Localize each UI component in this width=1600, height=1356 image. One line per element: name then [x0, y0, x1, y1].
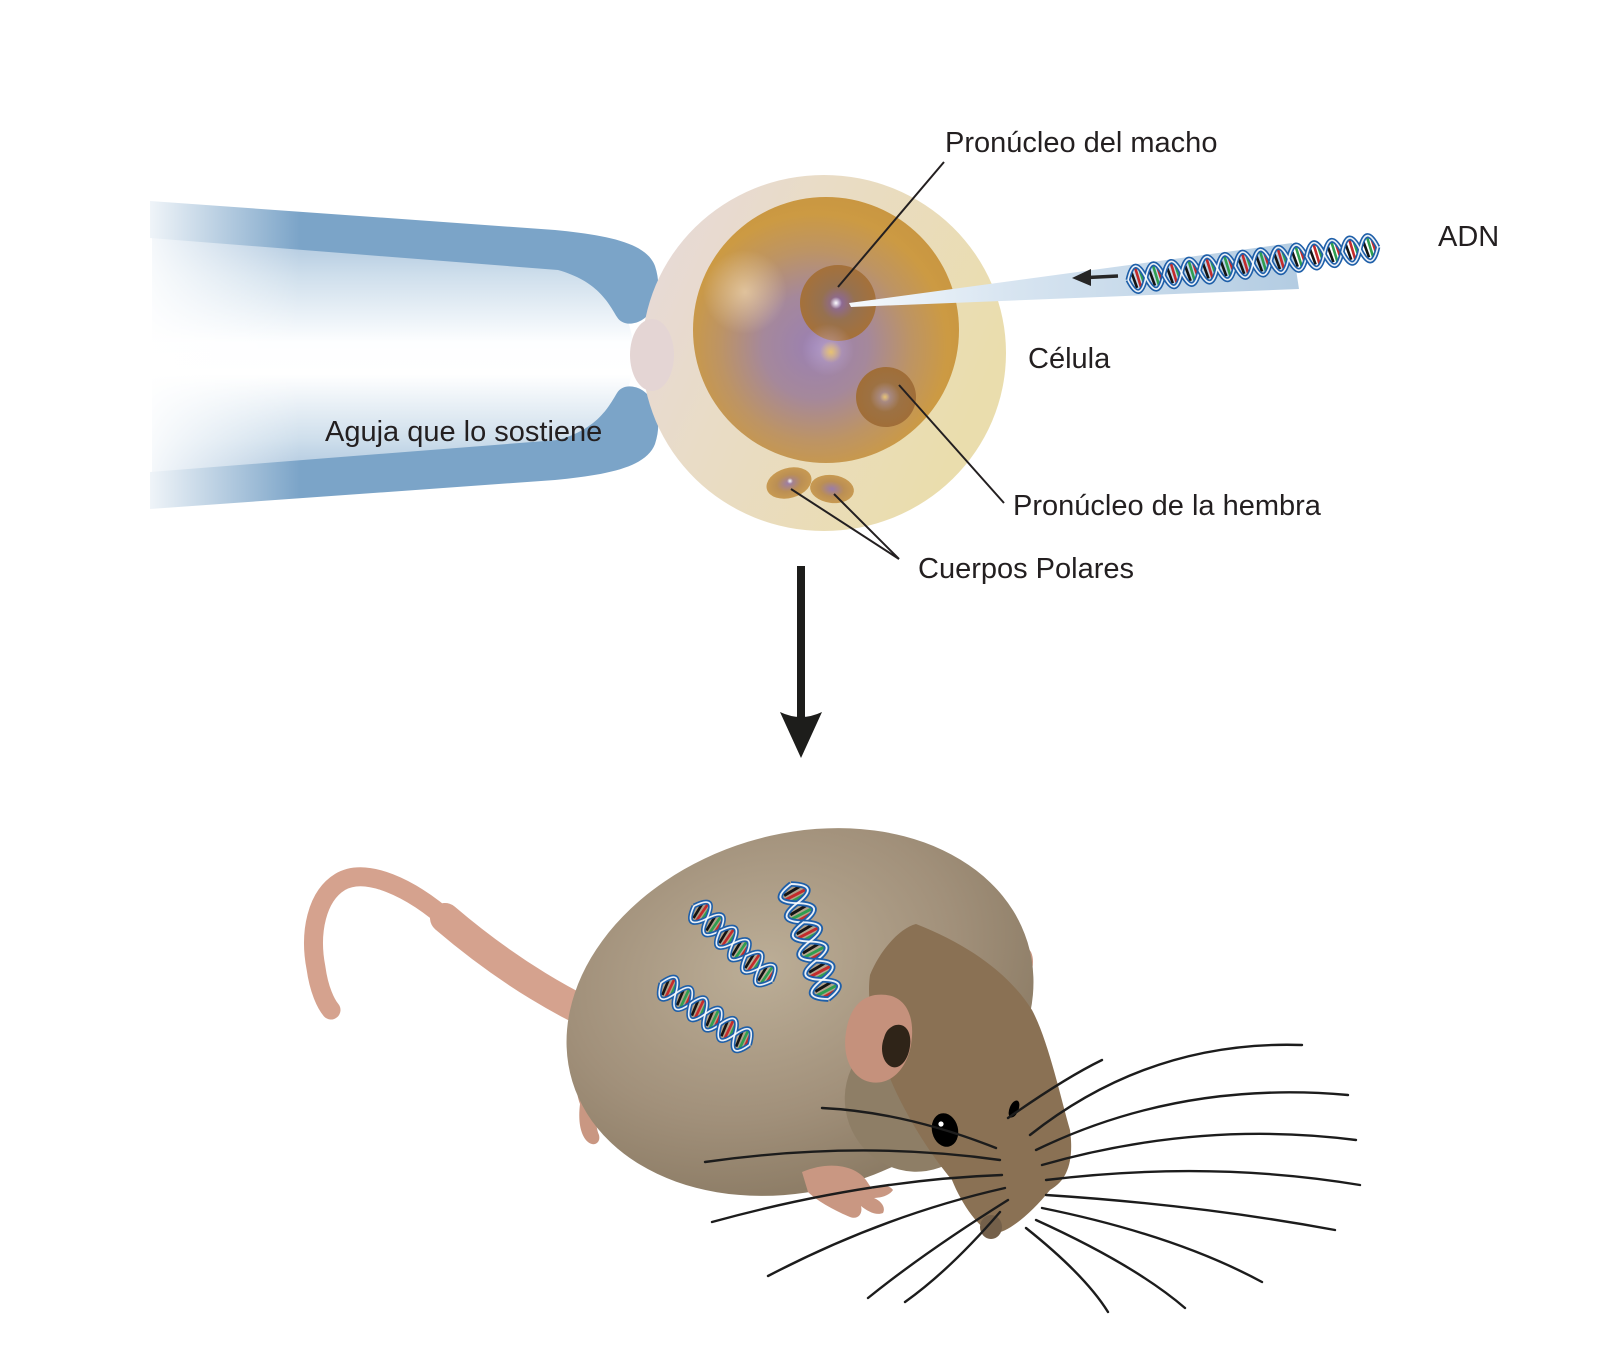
- mouse-ear: [845, 994, 913, 1083]
- label-male-pronucleus: Pronúcleo del macho: [945, 127, 1217, 159]
- down-arrow: [780, 566, 822, 758]
- leader-female-pronucleus: [898, 384, 1005, 504]
- holding-pipette: [130, 170, 659, 540]
- polar-body-2: [810, 474, 854, 504]
- leader-polar-body-1: [790, 488, 900, 560]
- label-polar-bodies: Cuerpos Polares: [918, 553, 1134, 585]
- egg-cell: [630, 175, 1006, 531]
- mouse-nose: [980, 1215, 1002, 1239]
- label-celula: Célula: [1028, 343, 1111, 375]
- cytoplasm-highlight: [703, 250, 787, 334]
- zona-bump: [630, 319, 674, 391]
- leader-male-pronucleus: [837, 161, 945, 288]
- leader-polar-body-2: [833, 493, 900, 560]
- leader-lines: [790, 161, 1005, 560]
- mouse-eye-glint: [938, 1121, 944, 1127]
- label-female-pronucleus: Pronúcleo de la hembra: [1013, 490, 1322, 522]
- injection-direction-arrow: [1072, 269, 1119, 286]
- injection-needle: [849, 234, 1380, 307]
- mouse-ear-inner-mark: [882, 1024, 911, 1068]
- mouse-whiskers: [703, 1043, 1362, 1314]
- male-pronucleus: [800, 265, 876, 376]
- transgenic-mouse: [304, 828, 1362, 1314]
- pipette-fade: [130, 170, 300, 540]
- female-pronucleus: [856, 367, 916, 427]
- label-holding-needle: Aguja que lo sostiene: [325, 416, 602, 448]
- mouse-head: [869, 924, 1072, 1234]
- polar-bodies: [766, 467, 854, 504]
- label-adn: ADN: [1438, 221, 1499, 253]
